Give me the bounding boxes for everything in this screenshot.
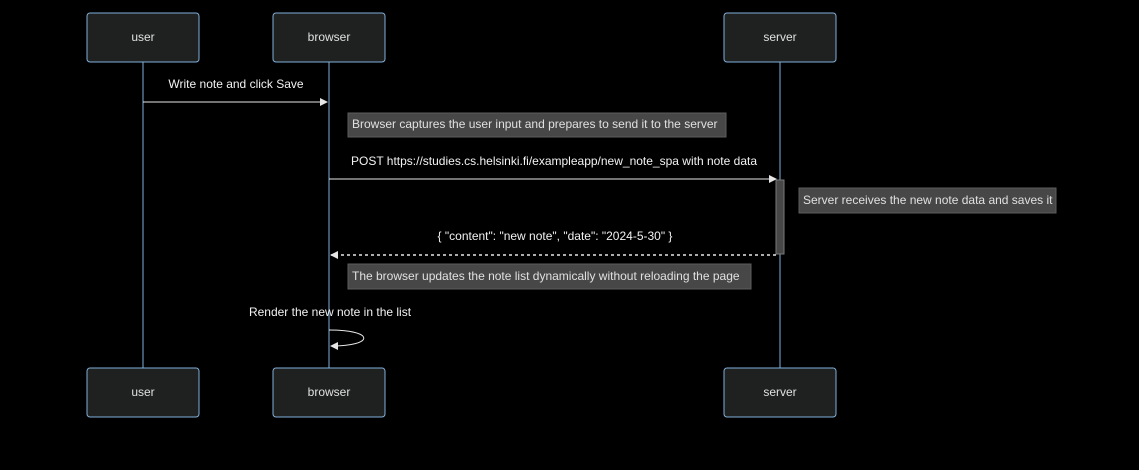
- actor-user-top: user: [86, 12, 200, 63]
- note-text: The browser updates the note list dynami…: [352, 269, 740, 283]
- actor-label: server: [763, 385, 796, 399]
- message-label-render: Render the new note in the list: [249, 305, 412, 319]
- note-browser-updates: The browser updates the note list dynami…: [347, 263, 752, 290]
- actor-label: browser: [308, 30, 351, 44]
- server-activation: [775, 179, 785, 255]
- message-label-write-note: Write note and click Save: [168, 77, 304, 91]
- actor-label: user: [131, 30, 154, 44]
- message-label-post: POST https://studies.cs.helsinki.fi/exam…: [351, 154, 757, 168]
- note-browser-captures: Browser captures the user input and prep…: [347, 112, 727, 138]
- note-text: Server receives the new note data and sa…: [803, 193, 1053, 207]
- message-label-response: { "content": "new note", "date": "2024-5…: [438, 229, 673, 243]
- actor-server-top: server: [723, 12, 837, 63]
- actor-server-bottom: server: [723, 367, 837, 418]
- note-text: Browser captures the user input and prep…: [352, 117, 718, 131]
- note-server-saves: Server receives the new note data and sa…: [798, 187, 1057, 214]
- actor-label: server: [763, 30, 796, 44]
- actor-label: user: [131, 385, 154, 399]
- actor-browser-top: browser: [272, 12, 386, 63]
- actor-label: browser: [308, 385, 351, 399]
- actor-user-bottom: user: [86, 367, 200, 418]
- actor-browser-bottom: browser: [272, 367, 386, 418]
- message-arrow-render: [328, 329, 365, 350]
